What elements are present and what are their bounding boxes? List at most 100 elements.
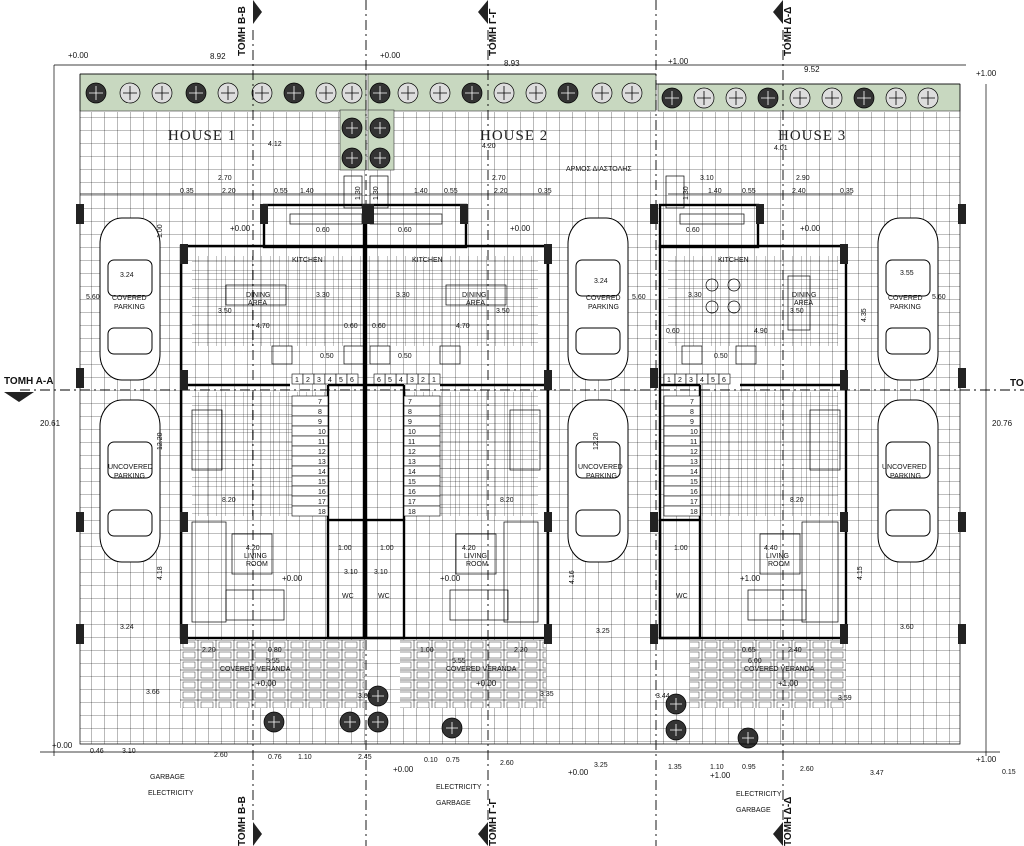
svg-text:1.00: 1.00	[674, 545, 688, 552]
stair-number: 6	[350, 377, 354, 384]
column	[180, 624, 188, 644]
car-symbol	[877, 399, 939, 563]
stair-number: 11	[318, 439, 325, 446]
expansion-joint-label: ΑΡΜΟΣ ΔΙΑΣΤΟΛΗΣ	[566, 166, 632, 173]
tree-symbol	[621, 82, 643, 104]
svg-text:PARKING: PARKING	[890, 304, 921, 311]
svg-text:1.00: 1.00	[420, 647, 434, 654]
site-boundary	[53, 65, 961, 756]
column	[958, 624, 966, 644]
stair-number: 7	[318, 399, 322, 406]
house-2-title: HOUSE 2	[480, 128, 548, 144]
svg-text:12.20: 12.20	[157, 432, 164, 450]
level-11: +0.00	[510, 224, 531, 233]
electricity-label-3: ELECTRICITY	[736, 791, 782, 798]
level-10: +0.00	[230, 224, 251, 233]
stair-number: 14	[690, 469, 698, 476]
stair-number: 18	[408, 509, 416, 516]
svg-text:2.40: 2.40	[792, 188, 806, 195]
stair-number: 10	[408, 429, 416, 436]
svg-text:0.35: 0.35	[840, 188, 854, 195]
tree-symbol	[493, 82, 515, 104]
uncovered-parking-3: UNCOVERED	[882, 464, 927, 471]
level-7: +0.00	[568, 768, 589, 777]
area-label-1: AREA	[248, 300, 267, 307]
tree-symbol	[315, 82, 337, 104]
svg-text:ROOM: ROOM	[466, 561, 488, 568]
tree-symbol	[665, 693, 687, 715]
svg-text:0.35: 0.35	[538, 188, 552, 195]
tree-symbol	[525, 82, 547, 104]
level-17: +0.00	[476, 679, 497, 688]
structural-columns	[76, 204, 966, 644]
svg-text:2.20: 2.20	[494, 188, 508, 195]
living-dim-3: 4.40	[764, 545, 778, 552]
svg-text:3.50: 3.50	[496, 308, 510, 315]
stair-number: 16	[690, 489, 698, 496]
garbage-label-3: GARBAGE	[736, 807, 771, 814]
stair-number: 11	[690, 439, 697, 446]
section-bb-top: ΤΟΜΗ Β-Β	[237, 6, 248, 56]
stair-number: 17	[690, 499, 698, 506]
section-aa-right: ΤΟ	[1010, 378, 1024, 389]
svg-text:2.40: 2.40	[788, 647, 802, 654]
stair-number: 8	[318, 409, 322, 416]
stair-number: 13	[318, 459, 326, 466]
car-symbol	[99, 399, 161, 563]
stair-number: 15	[408, 479, 416, 486]
svg-text:0.60: 0.60	[344, 323, 358, 330]
dining-label-1: DINING	[246, 292, 271, 299]
level-12: +0.00	[800, 224, 821, 233]
stair-number: 3	[410, 377, 414, 384]
kitchen-label-1: KITCHEN	[292, 257, 323, 264]
column	[544, 370, 552, 390]
svg-text:4.16: 4.16	[569, 570, 576, 584]
svg-text:6.00: 6.00	[748, 658, 762, 665]
svg-text:2.45: 2.45	[358, 754, 372, 761]
stair-number: 9	[690, 419, 694, 426]
level-2: +0.00	[380, 51, 401, 60]
tree-symbol	[85, 82, 107, 104]
svg-text:2.20: 2.20	[202, 647, 216, 654]
overall-w2: 8.93	[504, 59, 520, 68]
svg-text:1.40: 1.40	[708, 188, 722, 195]
stair-number: 17	[408, 499, 416, 506]
svg-text:PARKING: PARKING	[114, 304, 145, 311]
tree-symbol	[367, 711, 389, 733]
tree-symbol	[661, 87, 683, 109]
column	[756, 204, 764, 224]
column	[76, 512, 84, 532]
svg-text:3.47: 3.47	[870, 770, 884, 777]
svg-text:1.10: 1.10	[710, 764, 724, 771]
svg-text:4.90: 4.90	[754, 328, 768, 335]
level-3: +1.00	[668, 57, 689, 66]
tree-symbol	[217, 82, 239, 104]
stair-number: 2	[421, 377, 425, 384]
svg-text:1.10: 1.10	[298, 754, 312, 761]
column	[650, 204, 658, 224]
tree-symbol	[693, 87, 715, 109]
tree-symbol	[369, 82, 391, 104]
stair-number: 11	[408, 439, 415, 446]
column	[544, 244, 552, 264]
level-8: +1.00	[710, 771, 731, 780]
column	[840, 512, 848, 532]
svg-text:PARKING: PARKING	[586, 473, 617, 480]
svg-text:4.15: 4.15	[857, 566, 864, 580]
stair-number: 9	[408, 419, 412, 426]
level-14: +0.00	[440, 574, 461, 583]
svg-text:2.70: 2.70	[492, 175, 506, 182]
column	[840, 244, 848, 264]
stair-number: 15	[690, 479, 698, 486]
column	[76, 368, 84, 388]
svg-text:LIVING: LIVING	[244, 553, 267, 560]
electricity-label-1: ELECTRICITY	[148, 790, 194, 797]
stair-number: 12	[408, 449, 416, 456]
stair-number: 3	[689, 377, 693, 384]
column	[958, 204, 966, 224]
stair-number: 2	[306, 377, 310, 384]
level-9: +1.00	[976, 755, 997, 764]
column	[544, 624, 552, 644]
column	[180, 244, 188, 264]
